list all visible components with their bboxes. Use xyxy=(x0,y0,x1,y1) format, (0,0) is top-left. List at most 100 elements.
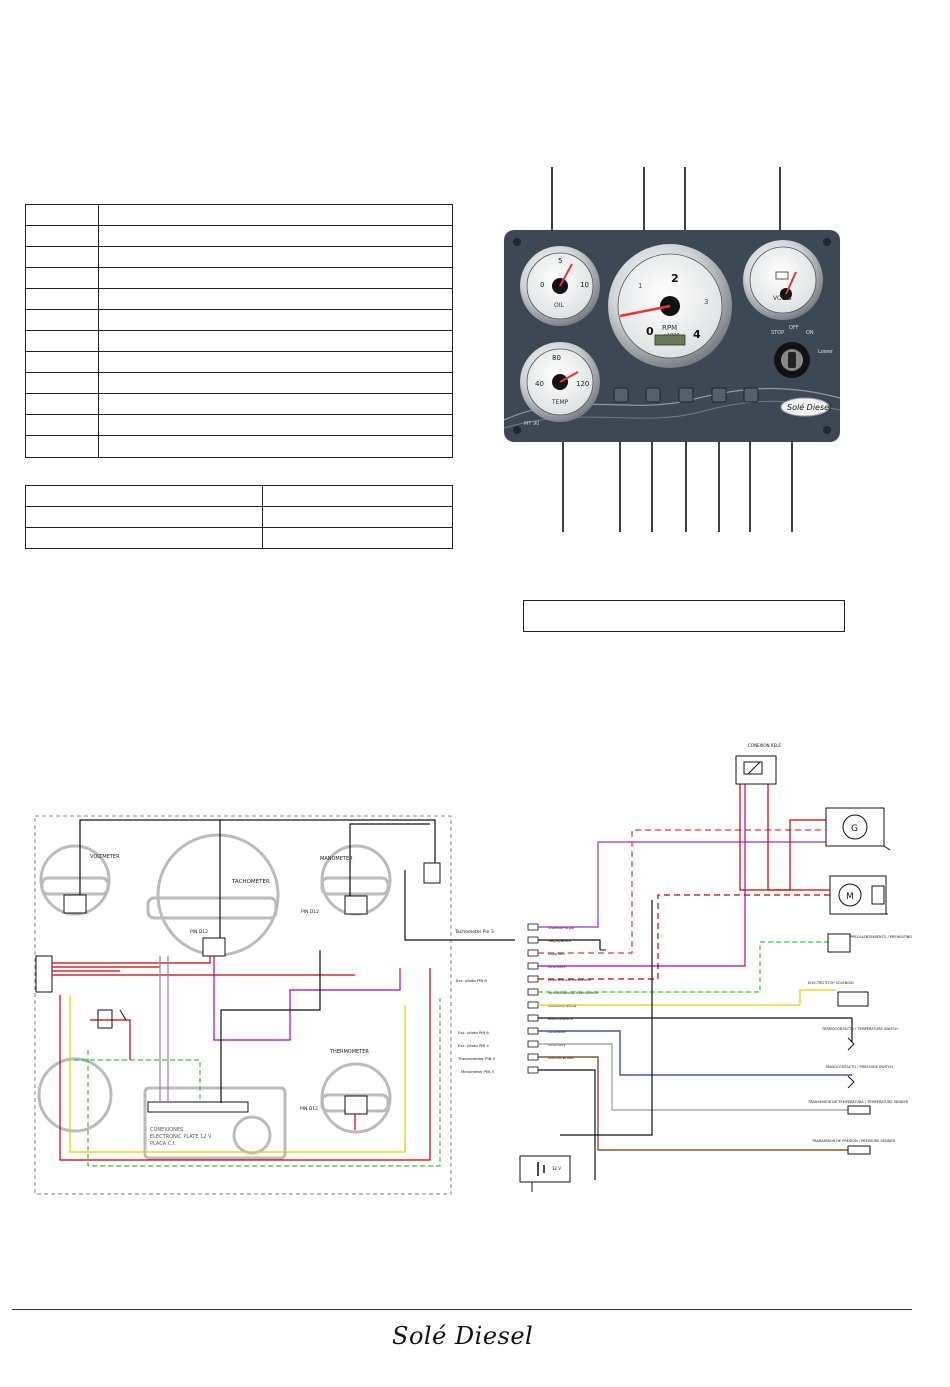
stop-solenoid-component: ELECTRO STOP SOLENOID xyxy=(808,981,869,1007)
svg-text:PIN D12: PIN D12 xyxy=(300,1106,318,1112)
svg-text:80: 80 xyxy=(552,354,561,362)
temperature-sender-component: TRANSMISOR DE TEMPERATURA / TEMPERATURE … xyxy=(807,1100,909,1115)
svg-text:12 V: 12 V xyxy=(552,1166,561,1171)
panel-outline xyxy=(34,815,452,1195)
alternator-component: G xyxy=(825,807,885,847)
legend-cell xyxy=(25,414,99,436)
svg-text:PRECALENTAMIENTO / PREHEATING: PRECALENTAMIENTO / PREHEATING xyxy=(850,935,912,939)
legend-cell xyxy=(262,485,453,507)
temperature-icon xyxy=(678,387,694,403)
legend-cell xyxy=(98,225,453,247)
svg-text:2: 2 xyxy=(671,272,679,285)
hour-meter-display xyxy=(654,334,686,346)
svg-text:G: G xyxy=(851,824,858,834)
relay-component: CONEXION RELE xyxy=(735,743,781,785)
svg-text:THERMOMETER: THERMOMETER xyxy=(329,1049,369,1055)
legend-cell xyxy=(25,246,99,268)
legend-cell xyxy=(98,393,453,415)
mounting-holes xyxy=(513,238,831,434)
legend-cell xyxy=(25,204,99,226)
legend-cell xyxy=(25,393,99,415)
legend-cell xyxy=(98,204,453,226)
svg-text:MANOMETER: MANOMETER xyxy=(320,856,353,862)
svg-text:MANOCONTACTO / PRESSURE SWITCH: MANOCONTACTO / PRESSURE SWITCH xyxy=(826,1065,893,1069)
svg-text:40: 40 xyxy=(535,380,544,388)
legend-cell xyxy=(25,351,99,373)
wiring-diagram: VOLTMETER TACHOMETER MANOMETER THERMOMET… xyxy=(34,743,912,1195)
svg-text:3: 3 xyxy=(704,298,708,306)
svg-text:RPM: RPM xyxy=(662,324,677,332)
legend-cell xyxy=(25,225,99,247)
svg-text:4: 4 xyxy=(693,328,701,341)
oil-icon xyxy=(711,387,727,403)
svg-text:0: 0 xyxy=(646,325,654,338)
battery-component: 12 V xyxy=(519,1155,571,1192)
svg-text:Exc. piloto PIN 6: Exc. piloto PIN 6 xyxy=(458,1030,489,1035)
svg-text:Solé Diesel: Solé Diesel xyxy=(787,402,832,412)
key-switch[interactable]: STOP OFF ON Lower xyxy=(771,325,834,378)
harness-connector: Tachometer Pin 3 Violeta/Purple Negro/Bl… xyxy=(454,923,599,1074)
legend-cell xyxy=(262,527,453,549)
legend-cell xyxy=(98,435,453,458)
svg-text:Lower: Lower xyxy=(818,349,834,355)
svg-text:STOP: STOP xyxy=(771,330,784,336)
legend-cell xyxy=(98,414,453,436)
svg-text:PLACA C.I.: PLACA C.I. xyxy=(150,1141,176,1147)
svg-text:VOLTS: VOLTS xyxy=(773,295,792,302)
svg-text:TRANSMISOR DE TEMPERATURA / TE: TRANSMISOR DE TEMPERATURA / TEMPERATURE … xyxy=(807,1100,909,1104)
svg-text:ELECTRO STOP SOLENOID: ELECTRO STOP SOLENOID xyxy=(808,981,854,985)
svg-text:ELECTRONIC PLATE 12 V: ELECTRONIC PLATE 12 V xyxy=(150,1134,212,1140)
temperature-switch-component: TERMOCONTACTO / TEMPERATURE SWITCH xyxy=(821,1027,898,1051)
svg-text:TACHOMETER: TACHOMETER xyxy=(231,879,270,885)
legend-cell xyxy=(25,485,263,507)
svg-text:VOLTMETER: VOLTMETER xyxy=(90,854,120,860)
legend-cell xyxy=(98,372,453,394)
legend-cell xyxy=(25,372,99,394)
preheat-component: PRECALENTAMIENTO / PREHEATING xyxy=(827,933,912,953)
svg-text:10: 10 xyxy=(580,281,589,289)
svg-text:Exc. piloto PIN 4: Exc. piloto PIN 4 xyxy=(458,1043,489,1048)
legend-cell xyxy=(98,309,453,331)
svg-text:PIN D12: PIN D12 xyxy=(190,929,208,935)
legend-cell xyxy=(25,435,99,458)
legend-table xyxy=(25,204,453,458)
legend-cell xyxy=(98,351,453,373)
legend-cell xyxy=(98,288,453,310)
svg-text:0: 0 xyxy=(540,281,544,289)
brand-badge xyxy=(780,397,830,417)
legend-cell xyxy=(25,330,99,352)
starter-component: M xyxy=(829,875,887,915)
svg-text:CONEXIONES: CONEXIONES xyxy=(150,1127,183,1133)
pressure-switch-component: MANOCONTACTO / PRESSURE SWITCH xyxy=(826,1065,893,1089)
legend-cell xyxy=(98,246,453,268)
legend-cell xyxy=(25,288,99,310)
battery-icon xyxy=(775,271,789,280)
legend-cell xyxy=(25,506,263,528)
battery-icon xyxy=(645,387,661,403)
svg-text:1: 1 xyxy=(638,282,642,290)
temperature-gauge: 40 80 120 TEMP xyxy=(520,342,600,422)
svg-text:ON: ON xyxy=(806,330,814,336)
pressure-sender-component: TRANSMISOR DE PRESION / PRESSURE SENDER xyxy=(811,1139,896,1155)
svg-text:TRANSMISOR DE PRESION / PRESSU: TRANSMISOR DE PRESION / PRESSURE SENDER xyxy=(811,1139,896,1143)
connectors xyxy=(35,862,441,1115)
svg-text:5: 5 xyxy=(558,257,562,265)
svg-text:Thermometer PIN 5: Thermometer PIN 5 xyxy=(457,1056,496,1061)
voltmeter-gauge: VOLTS xyxy=(743,240,823,320)
svg-text:Rojo/Red: Rojo/Red xyxy=(548,951,565,956)
instrument-panel: 0 5 10 OIL 0 1 2 3 4 RPM x1000 VOLTS 40 … xyxy=(503,167,841,532)
fuel-icon xyxy=(743,387,759,403)
warning-lights xyxy=(613,387,759,403)
gauge-silhouettes xyxy=(37,833,392,1160)
footer-logo: Solé Diesel xyxy=(392,1322,534,1350)
tachometer-gauge: 0 1 2 3 4 RPM x1000 xyxy=(608,244,732,368)
svg-text:PIN D12: PIN D12 xyxy=(301,909,319,915)
svg-text:TEMP: TEMP xyxy=(551,399,569,406)
legend-cell xyxy=(25,527,263,549)
svg-text:Manometer PIN 3: Manometer PIN 3 xyxy=(461,1069,494,1074)
note-box xyxy=(523,600,845,632)
legend-cell xyxy=(25,267,99,289)
footer-rule xyxy=(12,1309,912,1310)
svg-text:CONEXION RELE: CONEXION RELE xyxy=(748,743,781,748)
svg-text:120: 120 xyxy=(576,380,589,388)
